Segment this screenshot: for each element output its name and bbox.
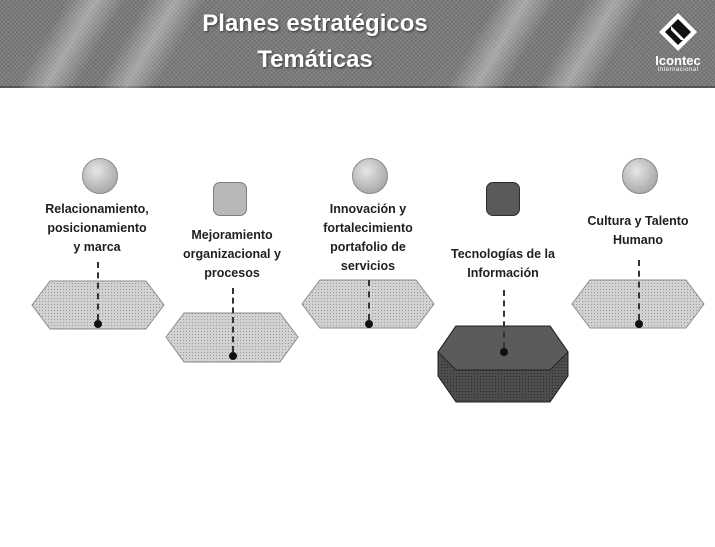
topic-label-cultura: Cultura y Talento Humano [573,212,703,250]
connector-line [368,280,370,320]
logo-name: Icontec [655,53,701,68]
document-computer-icon [486,182,520,216]
label-line: posicionamiento [47,221,147,235]
topics-diagram: Relacionamiento, posicionamiento y marca… [0,100,715,430]
label-line: organizacional y [183,247,281,261]
connector-line [232,288,234,352]
label-line: Información [467,266,539,280]
label-line: servicios [340,259,396,273]
topic-label-innovacion: Innovación y fortalecimiento portafolio … [303,200,433,276]
label-line: y marca [73,240,121,254]
label-line: Innovación y [329,202,407,216]
title-line-2: Temáticas [257,46,373,73]
label-line: procesos [204,266,260,280]
topic-label-mejoramiento: Mejoramiento organizacional y procesos [167,226,297,283]
label-line: Tecnologías de la [451,247,555,261]
label-line: Cultura y Talento [587,214,689,228]
connector-dot [635,320,643,328]
connector-dot [500,348,508,356]
label-line: fortalecimiento [323,221,413,235]
topic-hexagon-4-highlighted [437,325,569,403]
icontec-logo: Icontec Internacional [647,10,709,80]
label-line: Humano [613,233,663,247]
title-line-1: Planes estratégicos [202,10,428,37]
hexagon-shapes [31,279,705,403]
topic-label-relacionamiento: Relacionamiento, posicionamiento y marca [32,200,162,257]
connector-line [638,260,640,320]
connector-dot [94,320,102,328]
logo-mark-icon [659,13,697,51]
connector-dot [229,352,237,360]
page-title: Planes estratégicos Temáticas [150,6,480,78]
label-line: portafolio de [330,240,406,254]
topic-label-tecnologias: Tecnologías de la Información [438,245,568,283]
lightbulb-icon [352,158,388,194]
people-icon [82,158,118,194]
connector-line [97,262,99,320]
connector-dot [365,320,373,328]
process-chart-icon [213,182,247,216]
person-icon [622,158,658,194]
label-line: Relacionamiento, [45,202,149,216]
logo-subtitle: Internacional [657,67,699,73]
label-line: Mejoramiento [191,228,273,242]
connector-line [503,290,505,348]
header-banner: Planes estratégicos Temáticas Icontec In… [0,0,715,100]
